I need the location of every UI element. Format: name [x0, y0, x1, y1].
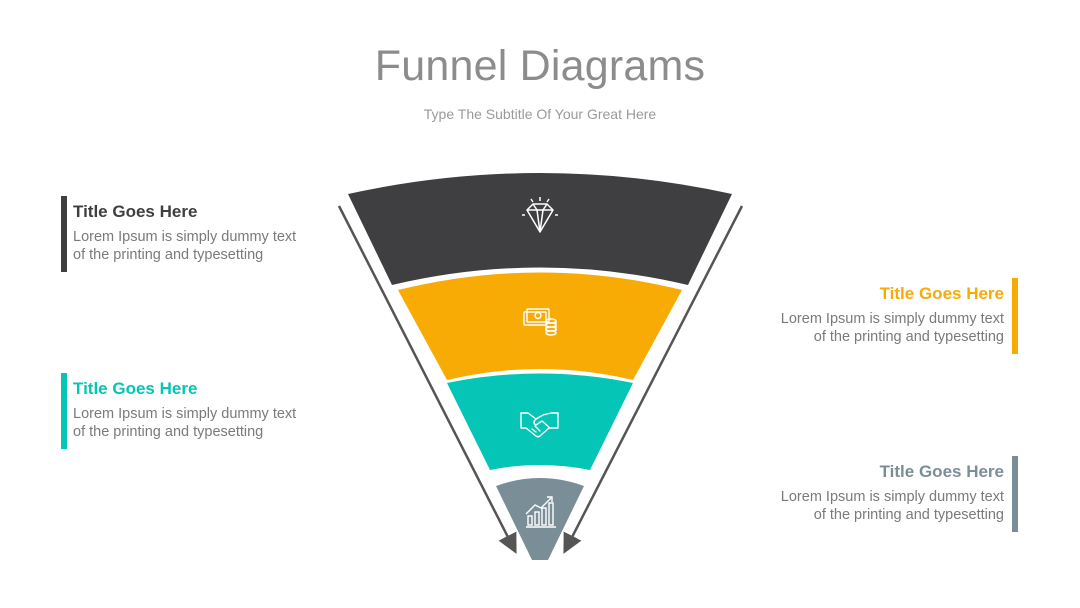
info-item-2: Title Goes Here Lorem Ipsum is simply du…	[61, 373, 321, 449]
accent-bar	[1012, 456, 1018, 532]
diamond-icon	[522, 197, 558, 233]
money-icon	[523, 308, 557, 336]
item-title: Title Goes Here	[73, 379, 198, 398]
item-body-line: of the printing and typesetting	[813, 507, 1004, 523]
funnel-stage-4	[496, 478, 584, 560]
item-body-line: Lorem Ipsum is simply dummy text	[780, 489, 1004, 505]
page-subtitle: Type The Subtitle Of Your Great Here	[423, 106, 657, 122]
item-title: Title Goes Here	[73, 202, 198, 221]
accent-bar	[1012, 278, 1018, 354]
info-item-3: Title Goes Here Lorem Ipsum is simply du…	[758, 278, 1018, 354]
info-item-4: Title Goes Here Lorem Ipsum is simply du…	[758, 456, 1018, 532]
item-title: Title Goes Here	[879, 462, 1004, 481]
growth-chart-icon	[525, 496, 556, 528]
page-title: Funnel Diagrams	[374, 42, 706, 90]
left-arrow	[337, 205, 517, 554]
item-body-line: Lorem Ipsum is simply dummy text	[73, 406, 297, 422]
accent-bar	[61, 373, 67, 449]
item-body: Lorem Ipsum is simply dummy text of the …	[73, 405, 321, 441]
handshake-icon	[520, 412, 559, 438]
item-body-line: Lorem Ipsum is simply dummy text	[780, 311, 1004, 327]
item-title: Title Goes Here	[879, 284, 1004, 303]
right-arrow	[563, 205, 744, 554]
item-body-line: Lorem Ipsum is simply dummy text	[73, 229, 297, 245]
accent-bar	[61, 196, 67, 272]
funnel-stage-2	[398, 272, 682, 380]
item-body-line: of the printing and typesetting	[813, 329, 1004, 345]
item-body: Lorem Ipsum is simply dummy text of the …	[758, 488, 1004, 524]
item-body-line: of the printing and typesetting	[73, 247, 264, 263]
info-item-1: Title Goes Here Lorem Ipsum is simply du…	[61, 196, 321, 272]
item-body: Lorem Ipsum is simply dummy text of the …	[758, 310, 1004, 346]
item-body-line: of the printing and typesetting	[73, 424, 264, 440]
item-body: Lorem Ipsum is simply dummy text of the …	[73, 228, 321, 264]
